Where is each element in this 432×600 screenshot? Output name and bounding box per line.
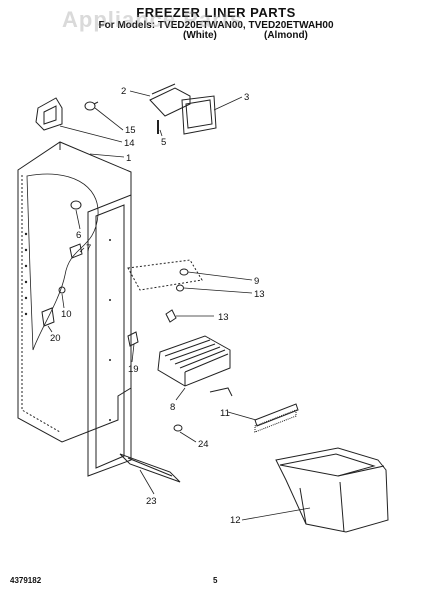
callout-label: 9	[254, 276, 259, 287]
color-legend: (White) (Almond)	[0, 31, 432, 43]
lower-track	[119, 424, 183, 483]
leader-lines	[47, 90, 311, 521]
model-numbers: For Models: TVED20ETWAN00, TVED20ETWAH00	[98, 19, 334, 31]
callout-label: 5	[161, 137, 166, 148]
liner-front-flange	[87, 194, 132, 477]
callout-label: 2	[121, 86, 126, 97]
wire-shelf	[157, 335, 233, 397]
document-number: 4379182	[10, 576, 42, 585]
callout-label: 11	[220, 408, 230, 419]
callout-label: 19	[128, 364, 139, 375]
color-almond: (Almond)	[264, 30, 308, 42]
watermark: Appliance Parts	[62, 7, 244, 32]
liner-clips	[41, 200, 83, 327]
callout-label: 1	[126, 153, 131, 164]
callout-label: 12	[230, 515, 241, 526]
callout-label: 6	[76, 230, 81, 241]
color-white: (White)	[183, 30, 217, 42]
shelf-trim	[254, 403, 299, 433]
air-damper	[35, 97, 99, 131]
callout-labels: 2 3 5 14 15 1 6 7 10 20 9 13 13 19 8 11 …	[50, 86, 265, 526]
callout-label: 14	[124, 138, 135, 149]
light-housing	[149, 83, 217, 135]
callout-label: 23	[146, 496, 157, 507]
diagram-header: Appliance Parts FREEZER LINER PARTS For …	[0, 6, 432, 43]
page-number: 5	[213, 576, 218, 585]
callout-label: 15	[125, 125, 136, 136]
diagram-title: FREEZER LINER PARTS	[136, 5, 296, 20]
callout-label: 10	[61, 309, 72, 320]
freezer-bin	[275, 447, 389, 533]
callout-label: 20	[50, 333, 61, 344]
callout-label: 8	[170, 402, 175, 413]
callout-label: 24	[198, 439, 209, 450]
callout-label: 7	[86, 243, 91, 254]
callout-label: 3	[244, 92, 249, 103]
callout-label: 13	[254, 289, 265, 300]
shelf-supports	[127, 259, 203, 347]
freezer-liner	[17, 141, 132, 443]
callout-label: 13	[218, 312, 229, 323]
